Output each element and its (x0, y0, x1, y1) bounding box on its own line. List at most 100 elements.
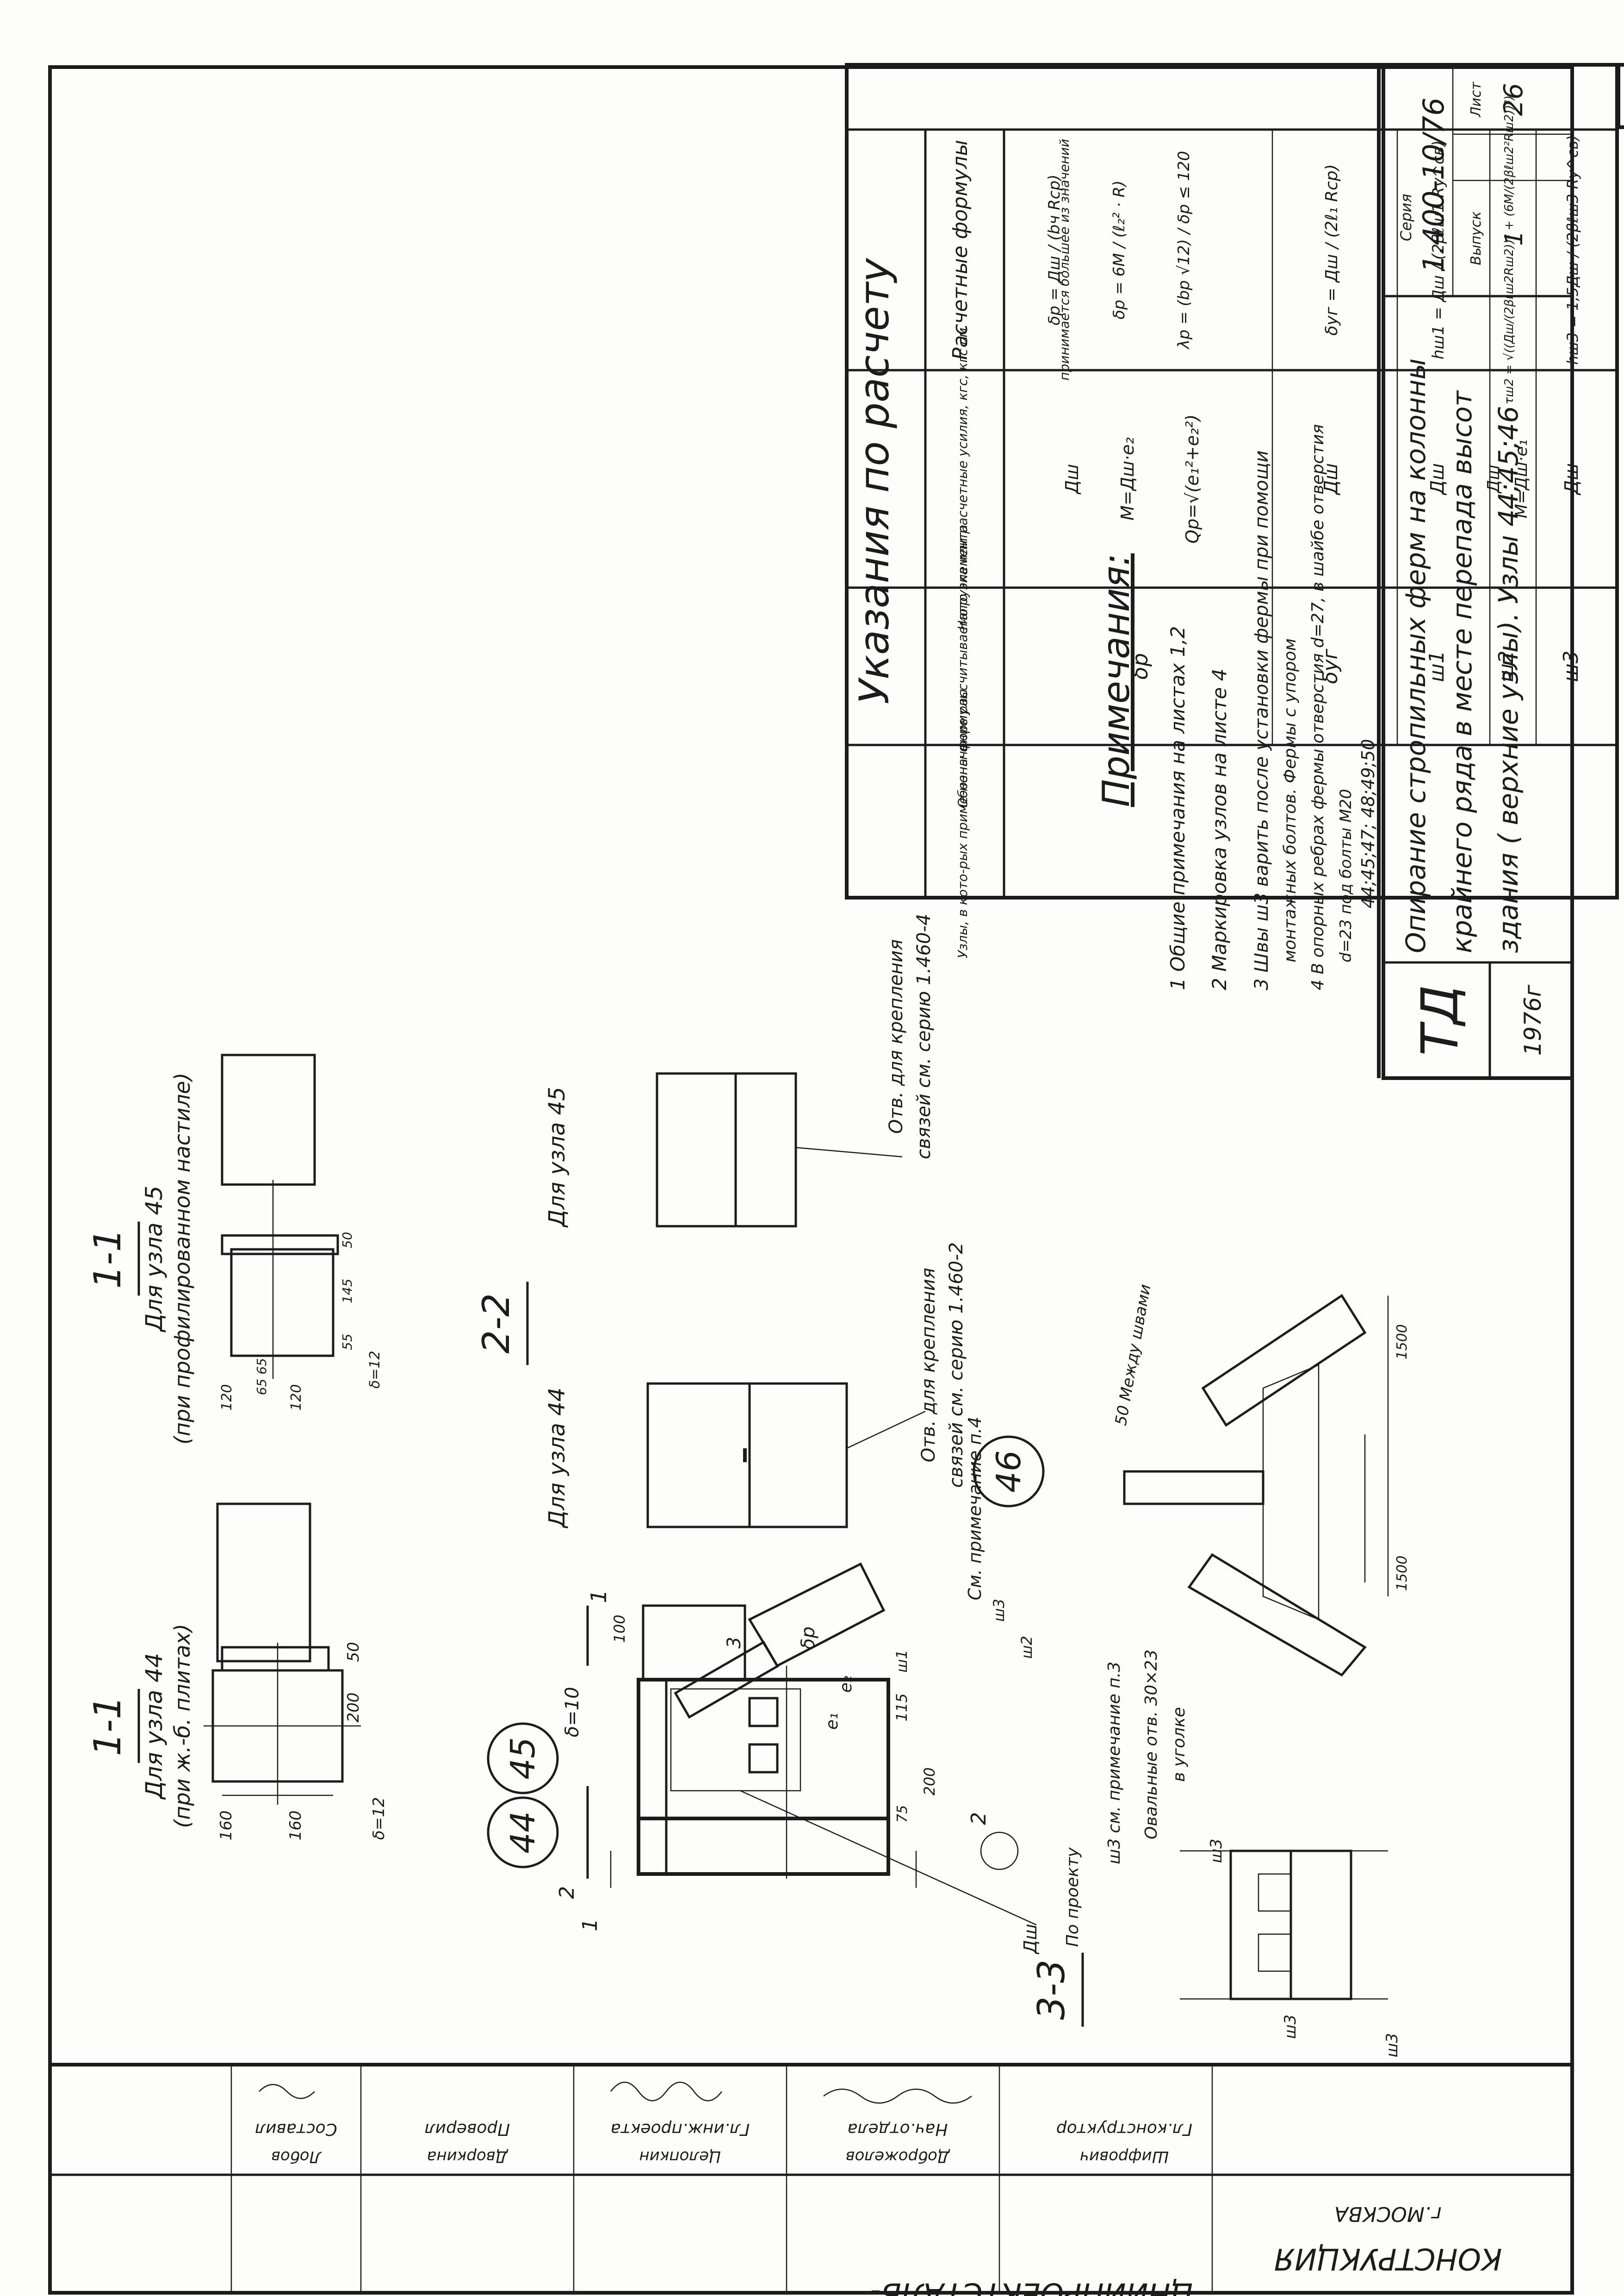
row4-load-0: Дш (1484, 465, 1503, 494)
issue-value: 1 (1500, 230, 1528, 246)
row3-formula: hш1 = Дш / (2βℓш1 Rу^св) (1429, 140, 1448, 360)
sig-name-3: Целопкин (639, 2147, 721, 2166)
sec11a-dim-2: 50 (344, 1642, 363, 1662)
node4445-sh1: ш1 (893, 1650, 911, 1673)
sec11a-label1: Для узла 44 (141, 1653, 167, 1800)
node4445-sec3: 3 (724, 1637, 745, 1648)
sec33-mark: 3-3 (1030, 1960, 1073, 2020)
sec22-right-note1: Отв. для крепления (886, 939, 907, 1134)
list-label: Лист (1468, 81, 1484, 118)
row4-element: ш2 (1494, 651, 1518, 682)
sec11a-dim-4: δ=12 (370, 1797, 388, 1840)
sec33-label-3: в уголке (1170, 1707, 1189, 1782)
node4445-sh2: ш2 (1018, 1636, 1035, 1659)
header-element: Обозначение рассчитываемого элемента (955, 525, 970, 808)
row3-element: ш1 (1425, 651, 1449, 682)
list-value: 26 (1499, 83, 1529, 116)
section-1-1-node44: 1-1 Для узла 44 (при ж.-б. плитах) 160 1… (86, 1502, 388, 1841)
node-44-45-detail: 44 45 δ=10 100 1 3 e₁ e₂ 115 200 75 δр ш… (487, 1417, 1041, 1955)
sig-name-1: Шифрович (1080, 2147, 1169, 2166)
sec11a-dim-0: 160 (217, 1811, 236, 1841)
sec11b-label2: (при профилированном настиле) (170, 1073, 195, 1445)
sig-name-2: Доброжелов (846, 2147, 951, 2166)
sec22-mark: 2-2 (475, 1293, 518, 1354)
node4445-115: 115 (893, 1693, 911, 1721)
sec11b-dim-2: 65 65 (254, 1358, 269, 1395)
sec11b-dim-4: 145 (340, 1278, 355, 1303)
row1-note: принимается большее из значений (1057, 139, 1072, 380)
node46-circle (973, 1435, 1045, 1508)
sec11a-dim-1: 160 (286, 1811, 305, 1841)
node4445-sec2b: 2 (967, 1812, 991, 1825)
year: 1976г (1519, 985, 1546, 1056)
sig-name-5: Лобов (271, 2147, 322, 2166)
node4445-sec1b: 1 (578, 1918, 602, 1931)
note-4-cont: d=23 под болты М20 (1337, 789, 1355, 962)
title-line-2: крайнего ряда в месте перепада высот (1446, 390, 1478, 953)
sec22-left-note1: Отв. для крепления (918, 1268, 939, 1463)
series-label: Серия (1397, 194, 1415, 241)
sec33-label-1: ш3 см. примечание п.3 (1105, 1662, 1124, 1864)
node4445-sh3: ш3 (990, 1599, 1008, 1622)
sec11b-dim-3: 50 (340, 1232, 355, 1248)
row1-element: δр (1128, 653, 1153, 679)
sig-role-3: Гл.инж.проекта (611, 2120, 750, 2139)
row4-formula: τш2 = √((Дш/(2βℓш2Rш2))² + (6M/(2βℓш2²Rш… (1502, 95, 1516, 404)
section-3-3: 3-3 По проекту ш3 см. примечание п.3 Ова… (1030, 1650, 1401, 2058)
sheet-code: 1.400-10/76 (1417, 98, 1450, 273)
row1-formula-0: δр = Дш / (bч Rср) (1045, 174, 1064, 325)
sec22-left-note2: связей см. серию 1.460-2 (946, 1242, 967, 1488)
signature-block: Гл.конструктор Шифрович Нач.отдела Добро… (50, 2065, 1572, 2296)
sec11b-label1: Для узла 45 (141, 1185, 167, 1332)
node4445-sec1: 1 (586, 1589, 611, 1603)
sec11b-dim-0: 120 (219, 1384, 235, 1410)
note-2: 2 Маркировка узлов на листе 4 (1208, 669, 1231, 990)
sec11a-label2: (при ж.-б. плитах) (170, 1624, 195, 1828)
sec11a-dim-3: 200 (344, 1693, 363, 1723)
node45-circle (487, 1722, 559, 1794)
sig-role-4: Проверил (425, 2120, 510, 2139)
sig-role-1: Гл.конструктор (1056, 2120, 1192, 2139)
note-1: 1 Общие примечания на листах 1,2 (1166, 626, 1189, 990)
calc-table: 39 Указания по расчету Узлы, в кото-рых … (845, 63, 1624, 958)
header-loads: Нагрузка или расчетные усилия, кгс, кгс … (955, 328, 970, 630)
sig-role-5: Составил (255, 2120, 337, 2139)
node4445-100: 100 (611, 1614, 628, 1643)
node4445-bp: δр (798, 1626, 819, 1650)
node4445-e1: e₁ (823, 1713, 842, 1730)
title-line-3: здания ( верхние узлы). Узлы 44;45;46 (1493, 406, 1524, 953)
table-title: Указания по расчету (850, 257, 898, 704)
row3-load: Дш (1427, 463, 1448, 496)
notes-title: Примечания: (1095, 553, 1138, 807)
node4445-75: 75 (894, 1805, 911, 1823)
row1-formula-1: δр = 6M / (ℓ₂² · R) (1110, 180, 1128, 319)
row4-load-1: M=Дш·e₁ (1512, 440, 1531, 518)
note-3: 3 Швы ш3 варить после установки фермы пр… (1251, 450, 1272, 990)
row1-formula-2: λр = (bр √12) / δр ≤ 120 (1175, 151, 1193, 350)
sig-name-4: Дворкина (427, 2147, 509, 2166)
sec11b-dim-6: δ=12 (367, 1351, 383, 1389)
sec11b-dim-1: 120 (288, 1384, 304, 1410)
sig-role-2: Нач.отдела (848, 2120, 948, 2139)
row2-load: Дш (1320, 463, 1342, 496)
row2-formula: δуг = Дш / (2ℓ₁ Rср) (1322, 164, 1341, 336)
header-formulas: Расчетные формулы (948, 140, 972, 360)
note-4: 4 В опорных ребрах фермы отверстия d=27,… (1308, 424, 1327, 990)
institute-name-1: ЦНИИПРОЕКТСТАЛЬ- (870, 2276, 1193, 2296)
node46-dim-0: 1500 (1394, 1556, 1410, 1591)
sec11b-dim-5: 55 (340, 1334, 355, 1350)
node45-mark: 45 (503, 1737, 542, 1780)
node4445-note: См. примечание п.4 (965, 1417, 985, 1601)
title-block: ТД 1976г Опирание стропильных ферм на ко… (1382, 65, 1574, 1080)
nodes-cell: 44;45;47; 48;49;50 (1358, 739, 1378, 908)
institute-name-2: КОНСТРУКЦИЯ (1274, 2241, 1502, 2276)
title-line-1: Опирание стропильных ферм на колонны (1400, 358, 1432, 953)
sec22-left-label: Для узла 44 (544, 1388, 570, 1529)
note-3-cont: монтажных болтов. Фермы с упором (1281, 639, 1300, 962)
sec33-label-2: Овальные отв. 30×23 (1142, 1650, 1161, 1839)
ta-label: ТД (1410, 985, 1469, 1055)
sec33-label-0: По проекту (1063, 1847, 1082, 1947)
header-nodes: Узлы, в кото-рых приме-нены формулы (955, 689, 970, 958)
node4445-200: 200 (921, 1767, 938, 1795)
